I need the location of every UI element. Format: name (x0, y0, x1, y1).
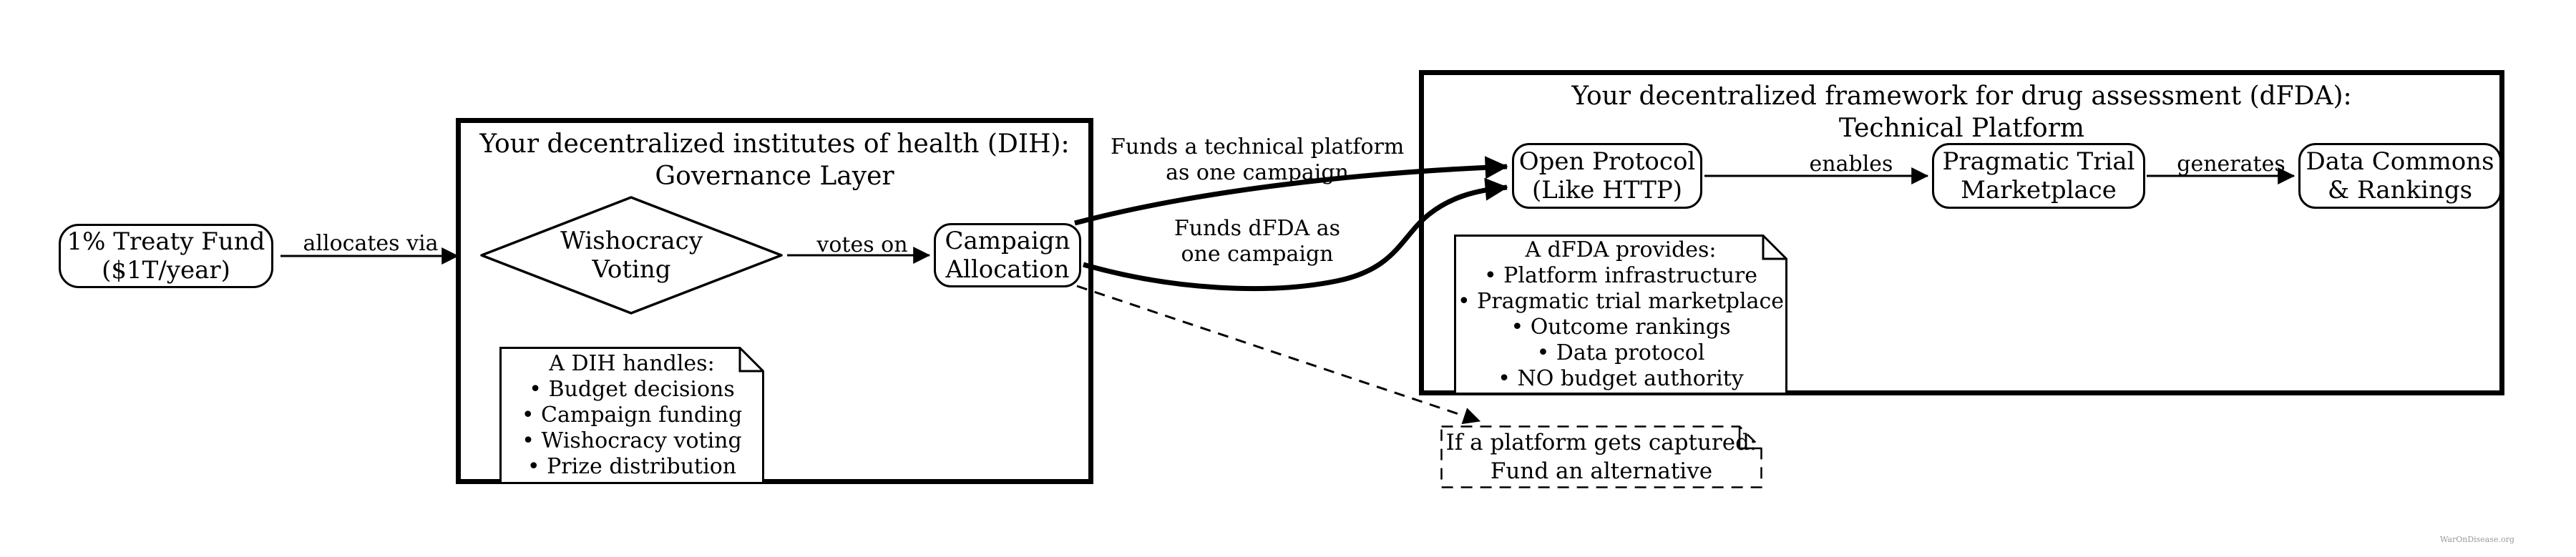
diamond-shape (480, 196, 783, 315)
note-dih-title: A DIH handles: (549, 351, 715, 376)
note-dfda-provides: A dFDA provides: • Platform infrastructu… (1454, 235, 1787, 395)
note-dfda-item-2: • Pragmatic trial marketplace (1457, 289, 1785, 314)
note-outline (1454, 235, 1787, 395)
note-dih-item-2: • Campaign funding (521, 403, 743, 428)
node-campaign-line2: Allocation (945, 255, 1070, 284)
node-wishocracy-line1: Wishocracy (560, 226, 703, 255)
edge-label-funds-platform-line1: Funds a technical platform (1111, 134, 1405, 159)
note-captured-line1: If a platform gets captured: (1445, 430, 1757, 455)
node-pragmatic-line2: Marketplace (1961, 176, 2117, 204)
group-dfda-title-line2: Technical Platform (1838, 113, 2085, 143)
edge-label-funds-dfda-line2: one campaign (1181, 242, 1334, 267)
note-captured-line2: Fund an alternative (1490, 458, 1713, 484)
edge-label-funds-technical-platform: Funds a technical platform as one campai… (1111, 134, 1404, 186)
note-platform-captured: If a platform gets captured: Fund an alt… (1440, 425, 1762, 488)
node-treaty-fund-line1: 1% Treaty Fund (67, 227, 265, 256)
group-dih-title: Your decentralized institutes of health … (461, 129, 1088, 192)
group-dih-governance-layer: Your decentralized institutes of health … (456, 118, 1093, 484)
node-wishocracy-line2: Voting (592, 255, 671, 284)
node-campaign-allocation: Campaign Allocation (934, 223, 1081, 287)
edge-label-funds-dfda: Funds dFDA as one campaign (1146, 216, 1368, 267)
edge-label-allocates-via: allocates via (303, 231, 439, 256)
node-data-commons-line1: Data Commons (2306, 147, 2494, 176)
group-dfda-title-line1: Your decentralized framework for drug as… (1571, 82, 2352, 111)
note-dfda-item-3: • Outcome rankings (1511, 315, 1731, 340)
group-dih-title-line1: Your decentralized institutes of health … (479, 129, 1070, 159)
note-dih-handles: A DIH handles: • Budget decisions • Camp… (499, 347, 764, 484)
note-dfda-item-4: • Data protocol (1536, 340, 1705, 365)
edge-label-generates: generates (2177, 152, 2285, 177)
note-dih-item-4: • Prize distribution (527, 454, 737, 479)
node-wishocracy-voting: Wishocracy Voting (479, 195, 784, 315)
node-open-protocol-line2: (Like HTTP) (1531, 176, 1683, 204)
node-data-commons-line2: & Rankings (2327, 176, 2473, 204)
edge-label-enables: enables (1809, 152, 1893, 177)
note-dfda-item-5: • NO budget authority (1498, 366, 1744, 391)
note-outline-dashed (1440, 425, 1762, 488)
watermark-text: WarOnDisease.org (2440, 535, 2514, 544)
node-open-protocol-line1: Open Protocol (1518, 147, 1696, 176)
node-pragmatic-trial-marketplace: Pragmatic Trial Marketplace (1932, 143, 2145, 209)
node-treaty-fund-line2: ($1T/year) (102, 256, 230, 285)
note-dfda-item-1: • Platform infrastructure (1483, 263, 1758, 288)
node-data-commons-rankings: Data Commons & Rankings (2298, 143, 2502, 209)
node-pragmatic-line1: Pragmatic Trial (1942, 147, 2135, 176)
node-treaty-fund: 1% Treaty Fund ($1T/year) (59, 224, 273, 288)
note-dih-item-3: • Wishocracy voting (522, 428, 742, 453)
note-dfda-title: A dFDA provides: (1525, 237, 1717, 262)
note-dih-item-1: • Budget decisions (529, 377, 735, 402)
group-dfda-title: Your decentralized framework for drug as… (1424, 81, 2499, 144)
group-dih-title-line2: Governance Layer (655, 161, 894, 191)
node-campaign-line1: Campaign (945, 226, 1070, 255)
node-open-protocol: Open Protocol (Like HTTP) (1512, 143, 1702, 209)
edge-label-funds-dfda-line1: Funds dFDA as (1174, 216, 1341, 241)
edge-label-votes-on: votes on (816, 232, 908, 257)
edge-label-funds-platform-line2: as one campaign (1166, 160, 1349, 185)
note-outline (499, 347, 764, 484)
